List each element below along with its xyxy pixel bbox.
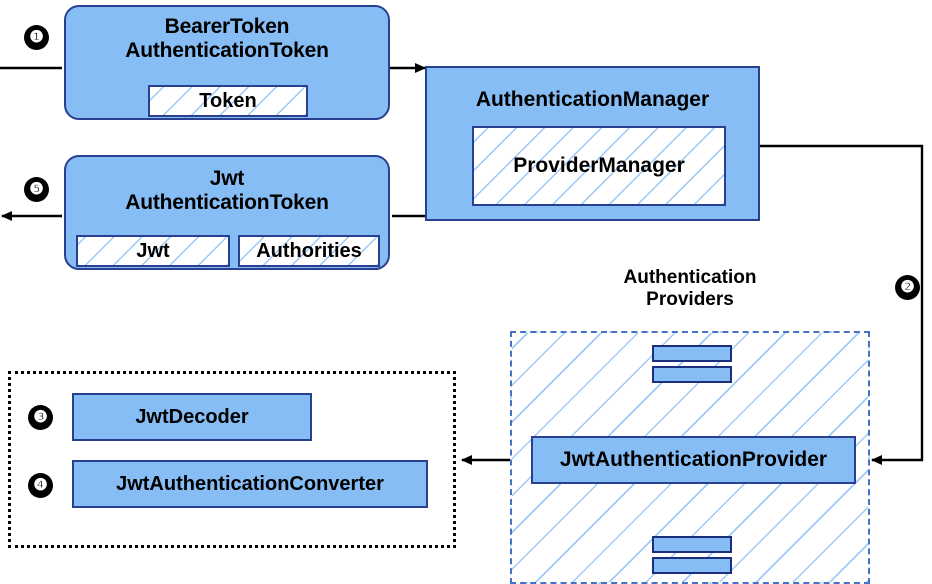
provider-stub-bottom-2	[652, 557, 732, 574]
bearer-token-slot-token: Token	[148, 85, 308, 117]
step-badge-2: ❷	[895, 275, 920, 300]
provider-stub-top-1	[652, 345, 732, 362]
jwt-token-slot-authorities: Authorities	[238, 235, 380, 267]
jwt-authentication-converter-bar[interactable]: JwtAuthenticationConverter	[52, 460, 428, 528]
step-badge-4: ❹	[28, 473, 53, 498]
step-badge-1: ❶	[24, 25, 49, 50]
step-badge-3: ❸	[28, 405, 53, 430]
jwt-token-card[interactable]: Jwt AuthenticationToken Jwt Authorities	[54, 155, 390, 286]
authentication-manager-panel[interactable]: AuthenticationManager ProviderManager	[409, 66, 760, 235]
bearer-token-title: BearerToken AuthenticationToken	[125, 15, 329, 62]
jwt-token-title: Jwt AuthenticationToken	[125, 167, 329, 214]
jwt-token-slot-jwt: Jwt	[76, 235, 230, 267]
step-badge-5: ❺	[24, 177, 49, 202]
jwt-decoder-bar[interactable]: JwtDecoder	[52, 393, 312, 461]
jwt-authentication-provider-bar[interactable]: JwtAuthenticationProvider	[511, 436, 856, 504]
authentication-providers-caption: Authentication Providers	[623, 267, 757, 310]
authentication-manager-slot-providermanager: ProviderManager	[472, 126, 726, 206]
provider-stub-bottom-1	[652, 536, 732, 553]
bearer-token-card[interactable]: BearerToken AuthenticationToken Token	[54, 5, 390, 136]
authentication-manager-title: AuthenticationManager	[475, 88, 710, 111]
jwt-support-group	[8, 371, 456, 548]
provider-stub-top-2	[652, 366, 732, 383]
